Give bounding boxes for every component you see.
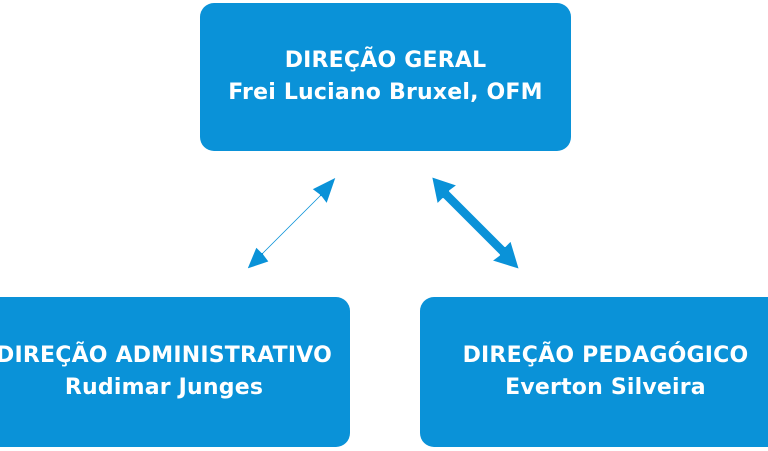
double-arrow-icon (430, 175, 521, 271)
node-person-name: Everton Silveira (505, 375, 706, 400)
node-direcao-geral: DIREÇÃO GERAL Frei Luciano Bruxel, OFM (200, 3, 571, 151)
node-person-name: Frei Luciano Bruxel, OFM (228, 80, 543, 105)
node-title: DIREÇÃO PEDAGÓGICO (462, 343, 749, 368)
double-arrow-icon (245, 175, 338, 271)
node-title: DIREÇÃO GERAL (284, 48, 487, 73)
node-title: DIREÇÃO ADMINISTRATIVO (0, 343, 332, 368)
node-person-name: Rudimar Junges (64, 375, 264, 400)
node-direcao-pedagogico: DIREÇÃO PEDAGÓGICO Everton Silveira (420, 297, 768, 447)
node-direcao-administrativo: DIREÇÃO ADMINISTRATIVO Rudimar Junges (0, 297, 350, 447)
